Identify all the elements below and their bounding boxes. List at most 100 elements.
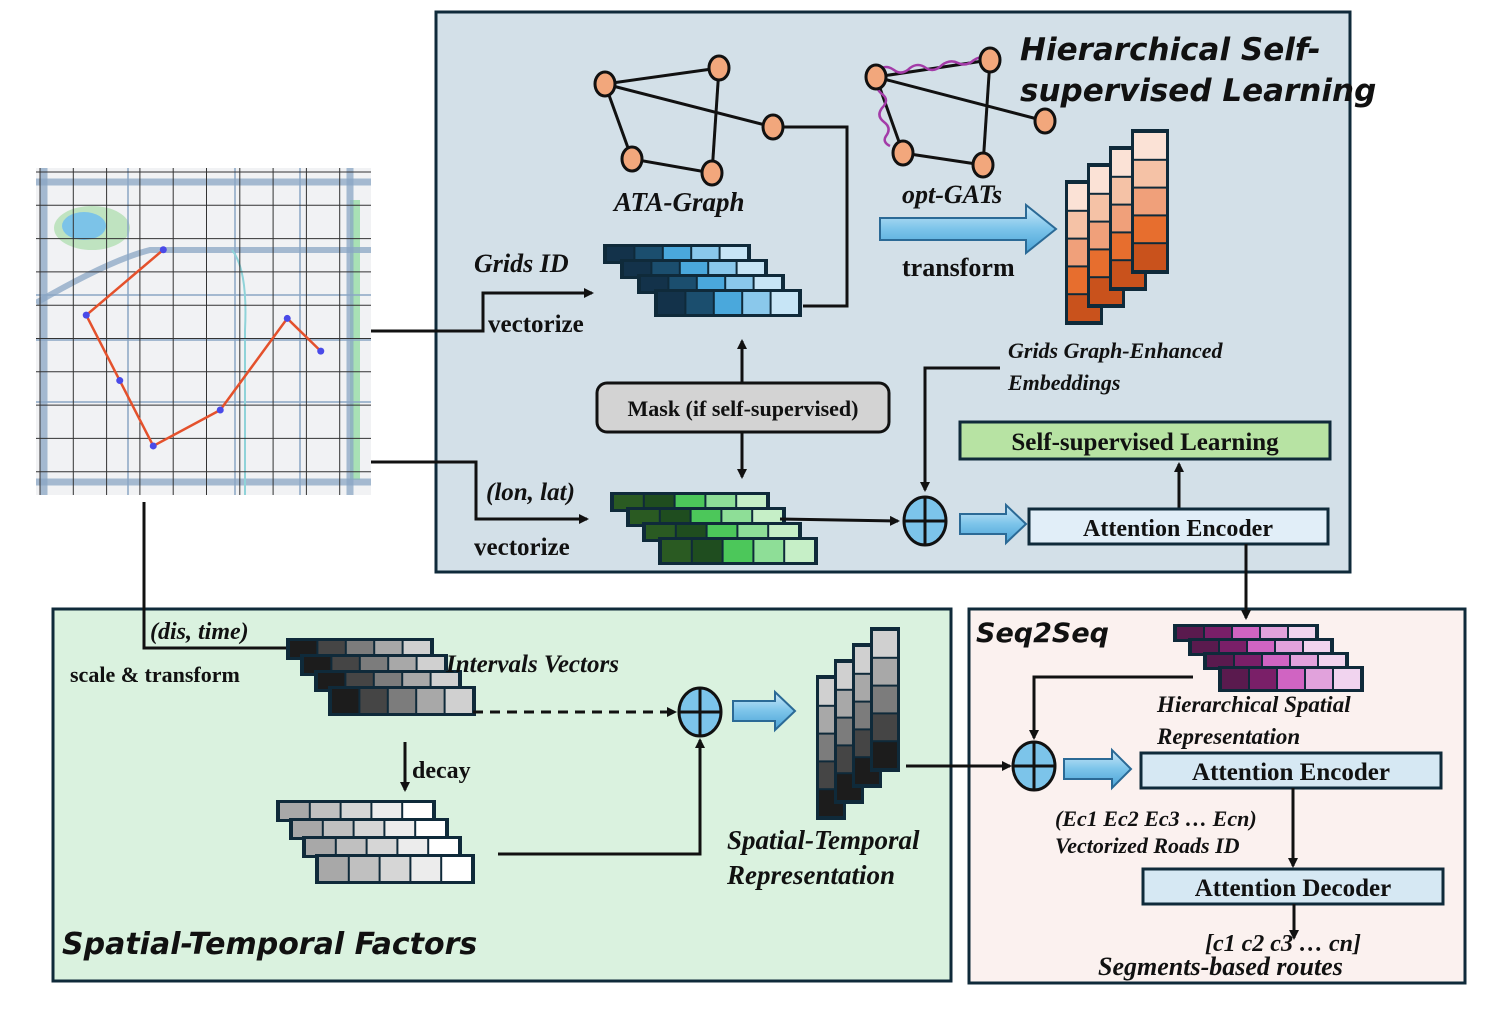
- vector-cell: [403, 641, 430, 657]
- map-route: [82, 246, 325, 450]
- attention-wave-2: [876, 79, 891, 148]
- route-point: [82, 311, 90, 319]
- vector-cell: [624, 262, 651, 276]
- map-to-interval-connector: [142, 502, 298, 653]
- map-roads: [36, 168, 371, 495]
- intervals-vectors-label: Intervals Vectors: [445, 651, 619, 678]
- attention-wave-1: [877, 55, 989, 74]
- vector-cell: [1289, 627, 1315, 639]
- grids-graph-embedding-stack: [1065, 129, 1169, 325]
- seq2seq-title: Seq2Seq: [976, 618, 1109, 649]
- vector-cell: [662, 540, 691, 562]
- vector-cell: [385, 821, 415, 837]
- vector-cell: [697, 277, 725, 291]
- vector-cell: [372, 803, 402, 819]
- vector-cell: [714, 292, 742, 314]
- vector-cell: [660, 510, 690, 524]
- attention-encoder-top-box[interactable]: [1027, 507, 1330, 546]
- vector-cell: [743, 292, 770, 314]
- vector-cell: [607, 247, 634, 261]
- hierarchical-title-line1: Hierarchical Self-: [1020, 32, 1321, 68]
- attention-decoder-label: Attention Decoder: [1195, 875, 1391, 902]
- graph-node: [593, 70, 617, 98]
- attention-decoder-box[interactable]: [1141, 867, 1445, 906]
- plus-to-encoder-arrow: [959, 502, 1028, 546]
- vector-cell: [614, 495, 643, 509]
- route-point: [283, 314, 291, 322]
- vector-cell: [1220, 641, 1246, 653]
- mask-label: Mask (if self-supervised): [628, 396, 859, 421]
- vector-cell: [675, 495, 705, 509]
- c-sequence-label: [c1 c2 c3 … cn]: [1205, 931, 1361, 957]
- vector-cell: [1134, 188, 1166, 215]
- graph-node: [620, 145, 644, 173]
- vector-cell: [873, 742, 897, 768]
- vector-cell: [1304, 641, 1330, 653]
- ata-graph: [603, 66, 849, 308]
- vector-cell: [1306, 669, 1332, 689]
- lonlat-embedding-stack: [610, 492, 818, 565]
- vector-cell: [332, 689, 359, 713]
- ata-nodes: [593, 54, 785, 187]
- vectorize-grids-label: vectorize: [488, 311, 584, 338]
- vector-cell: [429, 839, 458, 855]
- self-supervised-label: Self-supervised Learning: [1011, 429, 1279, 456]
- hierarchical-spatial-stack: [1173, 624, 1364, 692]
- vector-cell: [1134, 160, 1166, 187]
- vector-cell: [723, 540, 753, 562]
- decay-to-plus-arrow: [498, 738, 705, 856]
- vector-cell: [1334, 669, 1360, 689]
- vector-cell: [1233, 627, 1259, 639]
- vector-cell: [754, 540, 784, 562]
- vector-cell: [310, 803, 340, 819]
- vector-cell: [318, 641, 345, 657]
- vector-cell: [417, 689, 444, 713]
- vector-cell: [293, 821, 322, 837]
- vector-cell: [374, 673, 402, 689]
- vector-cell: [442, 857, 471, 881]
- scale-transform-label: scale & transform: [70, 662, 240, 687]
- spatial-temporal-representation-stack: [816, 627, 900, 820]
- vector-cell: [692, 540, 722, 562]
- vector-cell: [754, 277, 781, 291]
- route-point: [317, 347, 325, 355]
- vector-cell: [346, 641, 374, 657]
- vector-cell: [691, 510, 721, 524]
- vector-cell: [1263, 655, 1289, 667]
- graph-node: [700, 159, 724, 187]
- vector-cell: [652, 262, 679, 276]
- attention-encoder-bottom-box[interactable]: [1139, 751, 1443, 790]
- grids-id-embedding-stack: [603, 244, 802, 317]
- self-supervised-learning-box[interactable]: [958, 420, 1332, 461]
- decay-vector-stack: [276, 800, 475, 884]
- vector-cell: [332, 657, 359, 673]
- transform-arrow: [879, 202, 1058, 256]
- plus-operator-seq2seq: [1011, 740, 1057, 792]
- vector-cell: [1261, 627, 1287, 639]
- vector-cell: [1177, 627, 1203, 639]
- graph-node: [978, 46, 1002, 74]
- route-point: [216, 406, 224, 414]
- vector-cell: [367, 839, 397, 855]
- trajectory-map: [36, 168, 371, 495]
- spatial-temporal-title: Spatial-Temporal Factors: [62, 927, 477, 962]
- hierarchical-title-line2: supervised Learning: [1020, 73, 1376, 109]
- vector-cell: [349, 857, 379, 881]
- vector-cell: [680, 262, 708, 276]
- vector-cell: [769, 525, 798, 539]
- vector-cell: [360, 657, 388, 673]
- vector-cell: [738, 525, 768, 539]
- gat-nodes: [864, 46, 1057, 179]
- vector-cell: [1134, 133, 1166, 159]
- graph-node: [707, 54, 731, 82]
- vector-cell: [1248, 641, 1274, 653]
- vector-cell: [398, 839, 428, 855]
- hs-rep-to-plus-arrow: [1029, 675, 1193, 740]
- st-representation-label-line1: Spatial-Temporal: [727, 825, 920, 855]
- seq2seq-plus-to-encoder-arrow: [1063, 747, 1133, 791]
- route-point: [149, 442, 157, 450]
- vector-cell: [323, 821, 353, 837]
- vector-cell: [709, 262, 736, 276]
- vector-cell: [341, 803, 371, 819]
